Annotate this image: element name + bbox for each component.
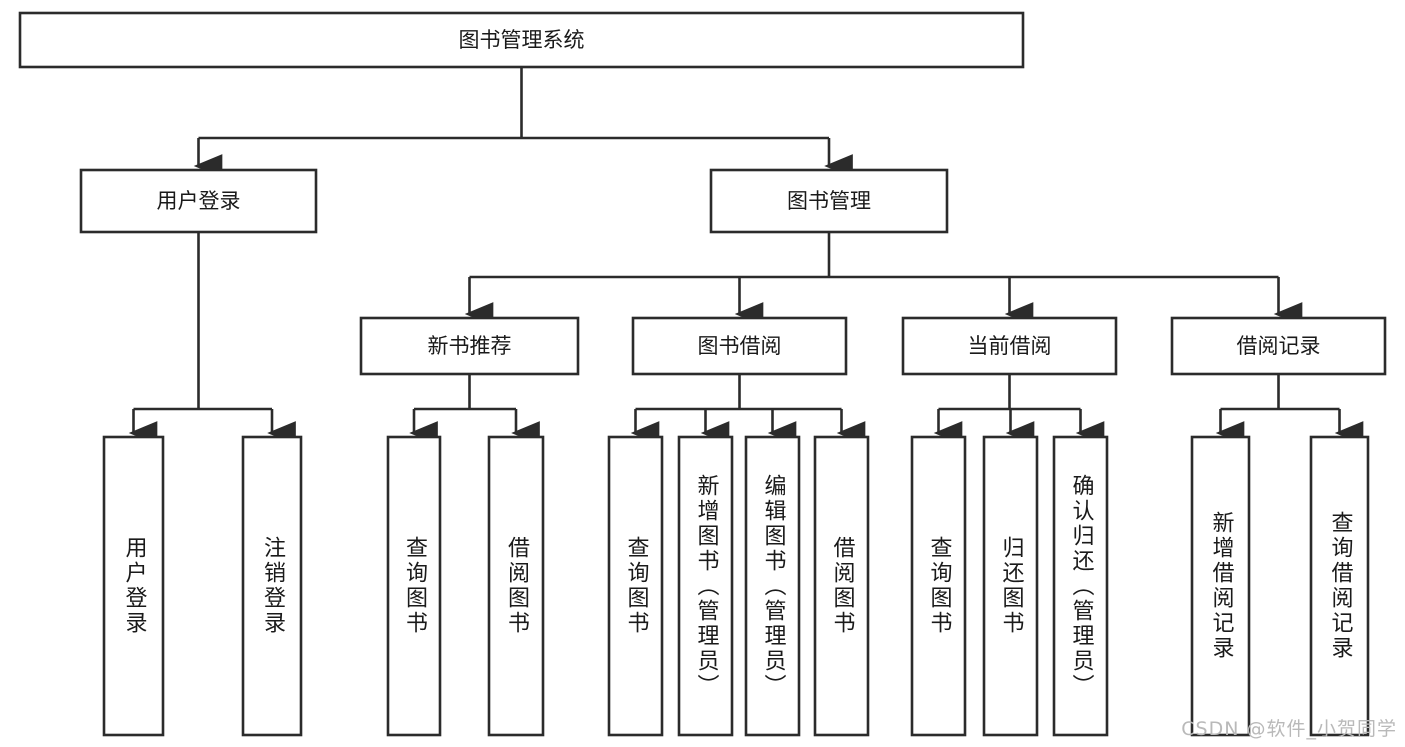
level2-box-2[interactable] <box>901 316 1118 376</box>
leaf-box-2[interactable] <box>386 435 442 737</box>
level2-label-0: 新书推荐 <box>428 334 512 358</box>
node-boxes <box>18 11 1387 737</box>
level1-box-1[interactable] <box>709 168 949 234</box>
leaf-box-5[interactable] <box>677 435 734 737</box>
level2-box-1[interactable] <box>631 316 848 376</box>
level2-label-3: 借阅记录 <box>1237 334 1321 358</box>
leaf-box-12[interactable] <box>1309 435 1370 737</box>
root-box-0[interactable] <box>18 11 1025 69</box>
level2-box-0[interactable] <box>359 316 580 376</box>
leaf-box-7[interactable] <box>813 435 870 737</box>
level1-label-1: 图书管理 <box>787 189 871 213</box>
leaf-box-6[interactable] <box>744 435 801 737</box>
leaf-box-9[interactable] <box>982 435 1039 737</box>
leaf-box-4[interactable] <box>607 435 664 737</box>
leaf-box-3[interactable] <box>487 435 545 737</box>
level1-box-0[interactable] <box>79 168 318 234</box>
leaf-box-10[interactable] <box>1052 435 1109 737</box>
connector-lines <box>128 67 1364 445</box>
level2-label-1: 图书借阅 <box>698 334 782 358</box>
leaf-box-8[interactable] <box>910 435 967 737</box>
leaf-box-1[interactable] <box>241 435 303 737</box>
level2-label-2: 当前借阅 <box>968 334 1052 358</box>
leaf-box-11[interactable] <box>1190 435 1251 737</box>
root-label-0: 图书管理系统 <box>459 28 585 52</box>
leaf-box-0[interactable] <box>102 435 165 737</box>
level1-label-0: 用户登录 <box>157 189 241 213</box>
level2-box-3[interactable] <box>1170 316 1387 376</box>
